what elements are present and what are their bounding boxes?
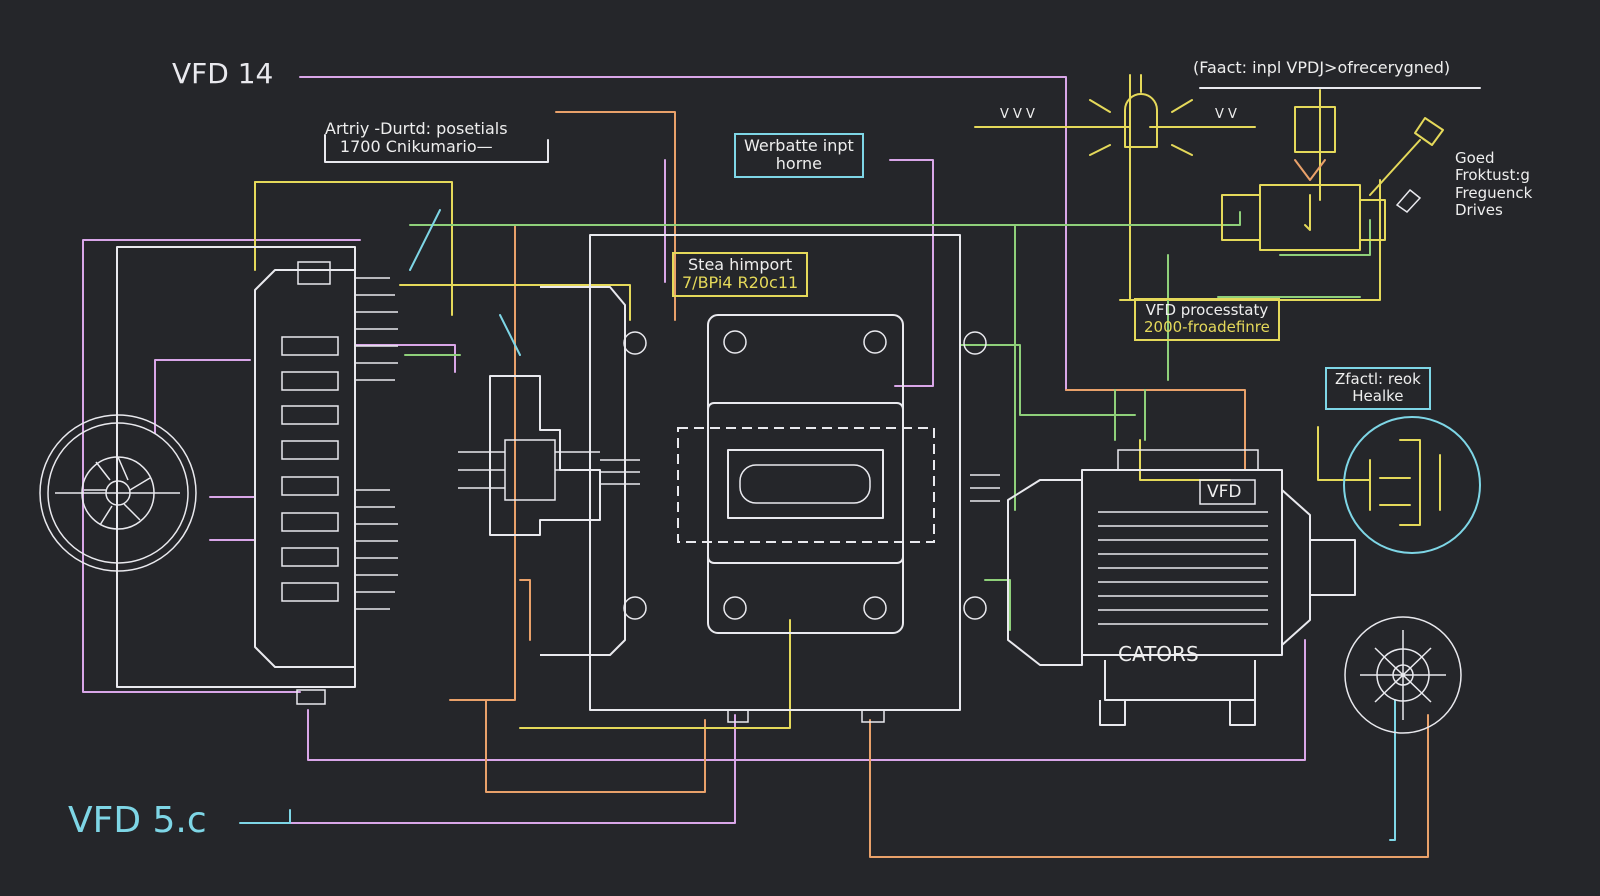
yellow-wires [254, 74, 1381, 729]
side-note-line-2: Froktust:g [1455, 166, 1530, 185]
side-note-line-4: Drives [1455, 200, 1503, 219]
cyan-wires [239, 209, 1396, 841]
capacitor-marks-left: V V V [1000, 107, 1035, 122]
callout-cyan-right: Zfactl: reok Healke [1325, 367, 1431, 410]
callout-yellow-mid-line-2: 7/BPi4 R20c11 [682, 273, 799, 293]
gauge-icon [1343, 416, 1481, 554]
callout-cyan-right-line-2: Healke [1352, 387, 1404, 406]
wrench-icon [1369, 117, 1444, 213]
motor-name-label: CATORS [1118, 642, 1199, 666]
callout-cyan-top: Werbatte inpt horne [734, 133, 864, 178]
side-note: Goed Froktust:g Freguenck Drives [1455, 149, 1533, 219]
top-left-note-line-1: Artriy -Durtd: posetials [325, 119, 508, 138]
callout-yellow-right-line-2: 2000-froadefinre [1144, 318, 1270, 337]
callout-cyan-top-line-1: Werbatte inpt [744, 136, 854, 155]
callout-yellow-right: VFD processtaty 2000-froadefinre [1134, 298, 1280, 341]
drive-cabinet [540, 234, 1000, 723]
fan-icon [1344, 616, 1462, 734]
green-wires [404, 211, 1371, 631]
sensor-icon [1221, 106, 1386, 251]
motor [1007, 449, 1356, 726]
control-board [116, 246, 398, 705]
callout-yellow-mid-line-1: Stea himport [688, 255, 793, 274]
top-left-note: Artriy -Durtd: posetials 1700 Cnikumario… [325, 119, 508, 157]
vfd-5c-label: VFD 5.c [68, 800, 207, 841]
callout-yellow-mid: Stea himport 7/BPi4 R20c11 [672, 252, 809, 297]
motor-plate-label: VFD [1207, 482, 1242, 502]
callout-yellow-right-line-1: VFD processtaty [1145, 301, 1269, 319]
terminal-screw-icon [623, 331, 987, 620]
top-right-caption: (Faact: inpl VPDJ>ofrecerygned) [1193, 58, 1451, 77]
side-note-line-3: Freguenck [1455, 183, 1533, 202]
top-left-note-line-2: 1700 Cnikumario— [339, 137, 493, 157]
lamp-icon [1089, 74, 1193, 156]
callout-cyan-right-line-1: Zfactl: reok [1335, 370, 1421, 388]
callout-cyan-top-line-2: horne [775, 154, 822, 174]
vfd-14-label: VFD 14 [172, 57, 274, 90]
capacitor-marks-right: V V [1215, 107, 1237, 122]
side-note-line-1: Goed [1455, 149, 1495, 167]
connector-block [458, 375, 640, 536]
